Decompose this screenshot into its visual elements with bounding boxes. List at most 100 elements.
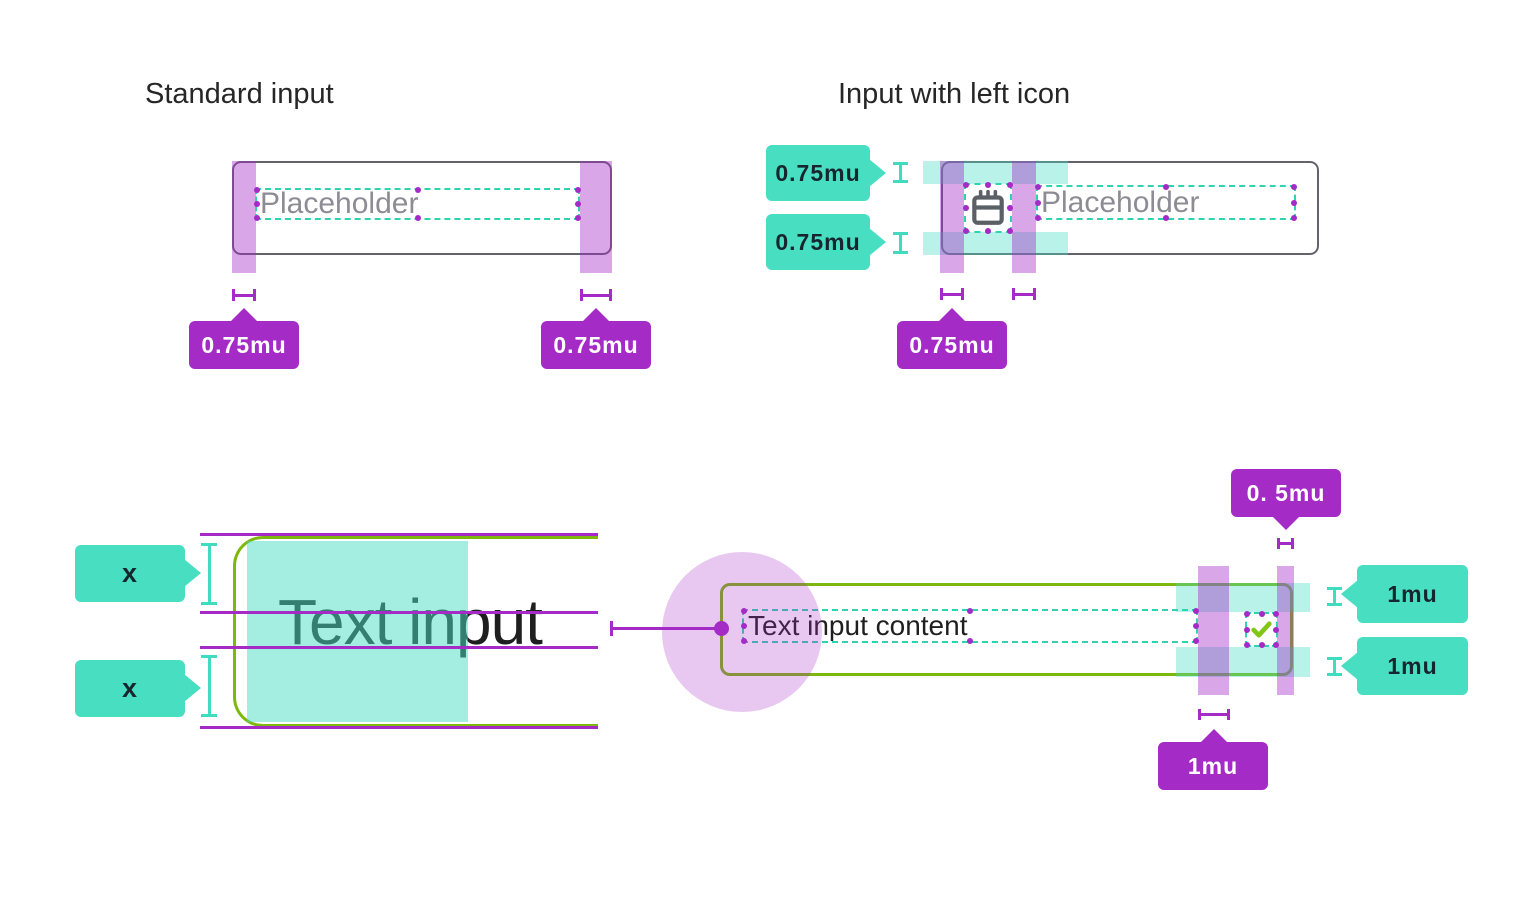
icon-frame-outline — [963, 182, 1013, 234]
frame-anchor-dot — [1291, 184, 1297, 190]
icon-right-gap-highlight — [1012, 161, 1036, 273]
bottom-spacing-band — [1176, 647, 1310, 677]
checkmark-icon — [1247, 614, 1276, 645]
icon-input-box — [941, 161, 1319, 255]
frame-anchor-dot — [254, 187, 260, 193]
frame-anchor-dot — [575, 201, 581, 207]
frame-anchor-dot — [1035, 199, 1041, 206]
frame-anchor-dot — [1163, 215, 1169, 221]
baseline-anchor-dot — [714, 621, 729, 636]
top-spacing-band — [1176, 583, 1310, 612]
frame-anchor-dot — [1244, 611, 1250, 617]
frame-anchor-dot — [254, 201, 260, 207]
descender-space-measure — [201, 655, 217, 717]
tag-pointer-icon — [1341, 580, 1358, 608]
frame-anchor-dot — [741, 608, 747, 614]
frame-anchor-dot — [1035, 215, 1041, 221]
standard-input-title: Standard input — [145, 78, 334, 110]
icon-gap-highlight — [1198, 566, 1229, 695]
right-padding-tag: 0. 5mu — [1231, 469, 1341, 530]
text-area-highlight — [247, 541, 468, 722]
right-padding-tag: 0.75mu — [541, 308, 651, 369]
baseline-anchor-halo — [662, 552, 822, 712]
tag-pointer-icon — [1341, 652, 1358, 680]
baseline-link-line — [610, 627, 722, 630]
content-text-frame-outline: Text input content — [741, 608, 1199, 644]
tag-pointer-icon — [869, 159, 886, 187]
frame-anchor-dot — [1273, 626, 1279, 633]
content-text: Text input content — [748, 610, 968, 641]
tag-pointer-icon — [230, 308, 258, 322]
x-height-line — [200, 611, 598, 614]
check-icon-frame-outline — [1244, 611, 1279, 648]
icon-top-padding-tag: 0.75mu — [766, 145, 886, 201]
icon-left-padding-highlight — [940, 161, 964, 273]
icon-left-padding-measure — [940, 288, 964, 300]
text-frame-outline: Placeholder — [1035, 184, 1297, 221]
bottom-padding-band — [923, 232, 1068, 255]
placeholder-text: Placeholder — [260, 187, 419, 220]
text-frame-outline: Placeholder — [254, 187, 581, 221]
top-padding-band — [923, 161, 1068, 184]
frame-anchor-dot — [1007, 228, 1013, 234]
frame-anchor-dot — [1244, 626, 1250, 633]
right-padding-highlight — [580, 161, 612, 273]
icon-gap-tag: 1mu — [1158, 729, 1268, 790]
frame-anchor-dot — [963, 182, 969, 188]
frame-anchor-dot — [985, 182, 991, 188]
frame-anchor-dot — [963, 228, 969, 234]
frame-anchor-dot — [1291, 199, 1297, 206]
frame-anchor-dot — [1193, 608, 1199, 614]
frame-anchor-dot — [1273, 642, 1279, 648]
calendar-icon — [966, 185, 1010, 231]
frame-anchor-dot — [1291, 215, 1297, 221]
frame-anchor-dot — [254, 215, 260, 221]
frame-anchor-dot — [741, 623, 747, 629]
frame-anchor-dot — [1007, 205, 1013, 211]
bottom-bound-line — [200, 726, 598, 729]
ascender-space-measure — [201, 543, 217, 605]
frame-anchor-dot — [1258, 642, 1265, 648]
tag-pointer-icon — [869, 228, 886, 256]
descender-space-tag: x — [75, 660, 201, 717]
frame-anchor-dot — [1193, 638, 1199, 644]
top-spacing-tag: 1mu — [1341, 565, 1468, 623]
frame-anchor-dot — [1193, 623, 1199, 629]
right-padding-highlight — [1277, 566, 1294, 695]
right-padding-measure — [1277, 538, 1294, 549]
frame-anchor-dot — [1273, 611, 1279, 617]
frame-anchor-dot — [1035, 184, 1041, 190]
tag-pointer-icon — [184, 559, 201, 587]
right-padding-measure — [580, 289, 612, 301]
frame-anchor-dot — [414, 215, 421, 221]
frame-anchor-dot — [1244, 642, 1250, 648]
baseline-line — [200, 646, 598, 649]
icon-bottom-padding-tag: 0.75mu — [766, 214, 886, 270]
frame-anchor-dot — [1258, 611, 1265, 617]
frame-anchor-dot — [985, 228, 991, 234]
icon-left-gap-tag: 0.75mu — [897, 308, 1007, 369]
tag-pointer-icon — [938, 308, 966, 322]
frame-anchor-dot — [967, 608, 973, 614]
tag-pointer-icon — [1200, 729, 1228, 743]
frame-anchor-dot — [1007, 182, 1013, 188]
icon-bottom-padding-measure — [893, 232, 908, 254]
left-padding-tag: 0.75mu — [189, 308, 299, 369]
frame-anchor-dot — [575, 187, 581, 193]
input-with-left-icon-title: Input with left icon — [838, 78, 1071, 110]
top-spacing-measure — [1327, 587, 1342, 606]
bottom-spacing-tag: 1mu — [1341, 637, 1468, 695]
icon-gap-measure — [1198, 709, 1230, 720]
top-bound-line — [200, 533, 598, 536]
frame-anchor-dot — [414, 187, 421, 193]
ascender-space-tag: x — [75, 545, 201, 602]
placeholder-text: Placeholder — [1041, 185, 1200, 219]
tag-pointer-icon — [184, 674, 201, 702]
standard-input-box — [232, 161, 612, 255]
frame-anchor-dot — [741, 638, 747, 644]
frame-anchor-dot — [967, 638, 973, 644]
frame-anchor-dot — [1163, 184, 1169, 190]
bottom-spacing-measure — [1327, 657, 1342, 676]
frame-anchor-dot — [963, 205, 969, 211]
